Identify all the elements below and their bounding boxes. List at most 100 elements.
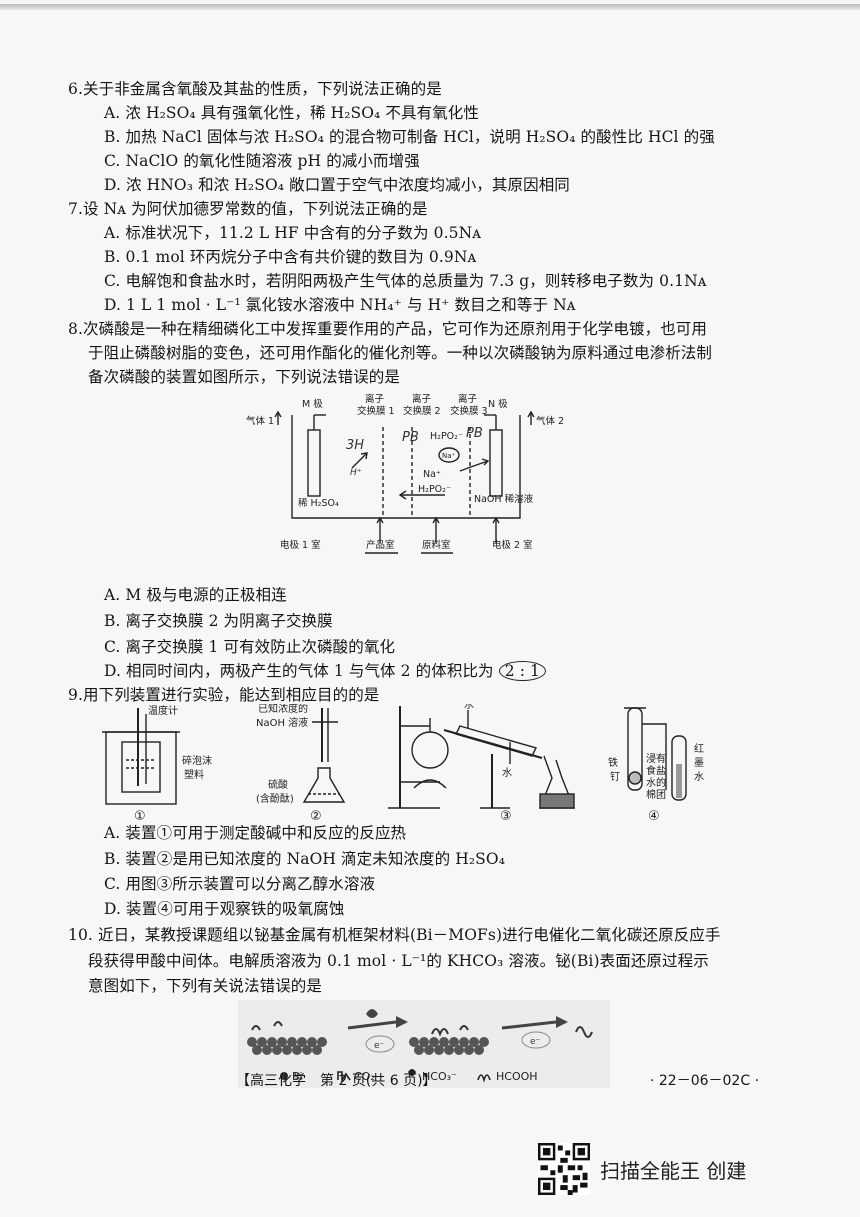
handwritten-pb1: PB	[402, 430, 419, 445]
legend-co2: CO₂	[354, 1070, 375, 1083]
condenser-jacket	[454, 725, 538, 757]
naoh-label: NaOH 稀溶液	[474, 493, 534, 505]
bi-surface-1	[247, 1037, 327, 1055]
red-ink-line1: 红	[694, 742, 704, 755]
hcooh-legend-icon	[477, 1074, 491, 1083]
apparatus-2-number: ②	[310, 809, 322, 822]
handwritten-h: H⁺	[350, 468, 362, 478]
page-footer: 【高三化学 第 2 页(共 6 页)】	[236, 1073, 437, 1089]
m-pole-label: M 极	[302, 398, 323, 410]
handwritten-pb2: PB	[466, 426, 483, 441]
page-code: · 22－06－02C ·	[650, 1073, 760, 1089]
top-edge-shadow	[0, 4, 860, 10]
qr-code-icon	[538, 1143, 590, 1195]
legend-hco3: HCO₃⁻	[422, 1070, 457, 1083]
q6-option-b: B. 加热 NaCl 固体与浓 H₂SO₄ 的混合物可制备 HCl，说明 H₂S…	[104, 128, 715, 146]
legend-hcooh: HCOOH	[496, 1070, 538, 1083]
q7-stem: 7.设 Nᴀ 为阿伏加德罗常数的值，下列说法正确的是	[68, 200, 428, 218]
q8-option-d: D. 相同时间内，两极产生的气体 1 与气体 2 的体积比为 2 : 1	[104, 660, 547, 682]
apparatus-figure: 温度计 碎泡沫 塑料 已知浓度的 NaOH 溶液 硫酸 (含酚酞) 水 水 铁 …	[102, 704, 704, 822]
membrane1-label-line1: 离子	[365, 393, 385, 405]
water-top-label: 水	[464, 704, 474, 711]
membrane2-label-line1: 离子	[412, 393, 432, 405]
q7-option-b: B. 0.1 mol 环丙烷分子中含有共价键的数目为 0.9Nᴀ	[104, 248, 477, 266]
q9-option-c: C. 用图③所示装置可以分离乙醇水溶液	[104, 875, 376, 893]
legend-bi: Bi	[292, 1070, 303, 1083]
q9-option-d: D. 装置④可用于观察铁的吸氧腐蚀	[104, 900, 345, 918]
iron-nail-line2: 钉	[610, 771, 620, 783]
n-pole-label: N 极	[488, 398, 508, 410]
arrow-2	[501, 1020, 557, 1030]
bi-reduction-figure: e⁻ e⁻ Bi CO₂ HCO₃⁻ HCOOH	[238, 1000, 610, 1088]
h-plus-arrow	[351, 452, 368, 469]
room-product: 产品室	[366, 539, 395, 551]
cotton-line1: 浸有	[646, 752, 666, 765]
hco3-icon	[366, 1009, 378, 1018]
n-electrode	[489, 429, 503, 497]
cotton-line2: 食盐	[646, 764, 666, 777]
h2po2-bottom-label: H₂PO₂⁻	[418, 484, 451, 495]
gas1-label: 气体 1	[246, 415, 274, 427]
cell-outline	[291, 415, 521, 519]
q8-stem-line3: 备次磷酸的装置如图所示，下列说法错误的是	[88, 368, 401, 386]
foam-label-line2: 塑料	[184, 768, 204, 781]
q10-stem-line1: 10. 近日，某教授课题组以铋基金属有机框架材料(Bi－MOFs)进行电催化二氧…	[68, 926, 721, 944]
bi-legend-icon	[280, 1072, 288, 1080]
na-circle-label: Na⁺	[442, 452, 456, 460]
electron-label-1: e⁻	[374, 1041, 385, 1051]
hcooh-product	[575, 1026, 593, 1038]
q10-stem-line2: 段获得甲酸中间体。电解质溶液为 0.1 mol · L⁻¹的 KHCO₃ 溶液。…	[88, 952, 709, 970]
q8-stem-line2: 于阻止磷酸树脂的变色，还可用作酯化的催化剂等。一种以次磷酸钠为原料通过电渗析法制	[88, 344, 713, 362]
cotton-line3: 水的	[646, 776, 666, 789]
adsorbed-intermediate	[431, 1028, 449, 1037]
conical-flask	[302, 767, 346, 803]
sulfuric-line2: (含酚酞)	[256, 792, 294, 805]
circled-ratio: 2 : 1	[498, 661, 547, 681]
membrane3-label-line2: 交换膜 3	[450, 405, 488, 417]
na-arrow	[459, 460, 489, 472]
gas2-label: 气体 2	[536, 415, 564, 427]
q7-option-d: D. 1 L 1 mol · L⁻¹ 氯化铵水溶液中 NH₄⁺ 与 H⁺ 数目之…	[104, 296, 576, 314]
arrow-1	[347, 1020, 397, 1030]
water-side-label: 水	[502, 767, 512, 779]
q6-option-d: D. 浓 HNO₃ 和浓 H₂SO₄ 敞口置于空气中浓度均减小，其原因相同	[104, 176, 570, 194]
q6-option-a: A. 浓 H₂SO₄ 具有强氧化性，稀 H₂SO₄ 不具有氧化性	[104, 104, 479, 122]
q6-option-c: C. NaClO 的氧化性随溶液 pH 的减小而增强	[104, 152, 420, 170]
distilling-flask	[411, 731, 449, 769]
membrane2-label-line2: 交换膜 2	[403, 405, 441, 417]
m-electrode	[307, 429, 321, 497]
q7-option-a: A. 标准状况下，11.2 L HF 中含有的分子数为 0.5Nᴀ	[104, 224, 482, 242]
red-ink-line3: 水	[694, 771, 704, 783]
na-label: Na⁺	[423, 469, 441, 480]
q8-option-b: B. 离子交换膜 2 为阴离子交换膜	[104, 612, 333, 630]
naoh-known-line1: 已知浓度的	[258, 704, 308, 715]
naoh-known-line2: NaOH 溶液	[256, 716, 308, 729]
q8-option-c: C. 离子交换膜 1 可有效防止次磷酸的氧化	[104, 638, 396, 656]
room-electrode1: 电极 1 室	[280, 539, 321, 551]
alcohol-lamp	[413, 779, 447, 789]
h2so4-label: 稀 H₂SO₄	[298, 497, 339, 509]
membrane3-label-line1: 离子	[458, 393, 478, 405]
scanner-watermark: 扫描全能王 创建	[600, 1159, 747, 1183]
co2-legend-icon	[337, 1071, 351, 1083]
room-raw: 原料室	[422, 539, 451, 551]
red-ink-line2: 墨	[694, 757, 704, 769]
test-tube-right	[671, 735, 687, 801]
na-circle	[438, 447, 460, 463]
electron-label-2: e⁻	[530, 1037, 541, 1047]
apparatus-3-number: ③	[500, 809, 512, 822]
membrane1-label-line2: 交换膜 1	[357, 405, 395, 417]
thermometer-label: 温度计	[148, 704, 178, 717]
q7-option-c: C. 电解饱和食盐水时，若阴阳两极产生气体的总质量为 7.3 g，则转移电子数为…	[104, 272, 707, 290]
room-electrode2: 电极 2 室	[492, 539, 533, 551]
q6-stem: 6.关于非金属含氧酸及其盐的性质，下列说法正确的是	[68, 80, 442, 98]
apparatus-4-number: ④	[648, 809, 660, 822]
q8-option-a: A. M 极与电源的正极相连	[104, 586, 287, 604]
bi-surface-2	[409, 1037, 489, 1055]
apparatus-1-number: ①	[134, 809, 146, 822]
q9-option-a: A. 装置①可用于测定酸碱中和反应的反应热	[104, 824, 407, 842]
hco3-legend-icon	[408, 1069, 416, 1076]
h2po2-top-label: H₂PO₂⁻	[430, 431, 463, 442]
red-ink	[676, 764, 682, 798]
q9-stem: 9.用下列装置进行实验，能达到相应目的的是	[68, 686, 380, 704]
